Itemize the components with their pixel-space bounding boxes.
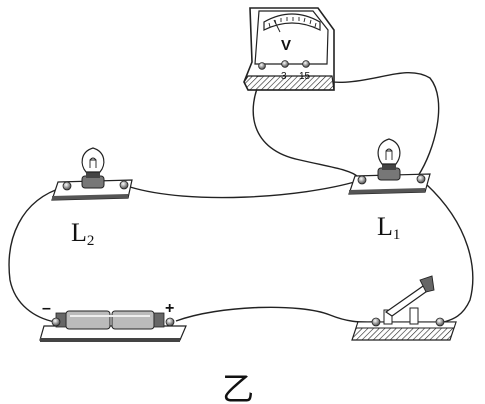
label-l2-letter: L bbox=[71, 218, 87, 247]
label-l2: L2 bbox=[71, 218, 94, 250]
switch-handle bbox=[419, 275, 435, 293]
wire-battery-to-switch bbox=[175, 306, 373, 323]
bulb-l2-terminal-left bbox=[62, 181, 72, 191]
wire-voltmeter-minus-to-l1 bbox=[252, 76, 359, 178]
wire-l2-to-l1 bbox=[129, 180, 359, 199]
battery-terminal-plus bbox=[165, 317, 175, 327]
label-l2-subscript: 2 bbox=[86, 233, 95, 249]
label-l1: L1 bbox=[377, 212, 400, 244]
label-l1-letter: L bbox=[377, 212, 393, 241]
bulb-l1 bbox=[348, 138, 431, 195]
voltmeter: V – 3 15 bbox=[243, 7, 335, 91]
wires bbox=[8, 72, 474, 323]
voltmeter-label-15: 15 bbox=[299, 71, 311, 82]
switch bbox=[351, 275, 457, 341]
battery-cell-2 bbox=[111, 310, 155, 330]
voltmeter-terminal-minus bbox=[258, 62, 266, 70]
wire-l2-to-battery bbox=[8, 186, 65, 323]
voltmeter-label-minus: – bbox=[256, 71, 262, 82]
bulb-l1-terminal-right bbox=[416, 174, 426, 184]
battery-minus-sign: – bbox=[42, 300, 51, 317]
voltmeter-dial bbox=[263, 13, 321, 31]
battery-plus-sign: + bbox=[165, 300, 174, 317]
label-l1-subscript: 1 bbox=[392, 227, 401, 243]
figure-caption: 乙 bbox=[222, 370, 255, 404]
voltmeter-terminal-3 bbox=[281, 60, 289, 68]
voltmeter-needle bbox=[273, 19, 281, 33]
voltmeter-base bbox=[243, 75, 335, 91]
voltmeter-symbol: V bbox=[281, 37, 291, 54]
switch-post-right bbox=[409, 307, 419, 325]
wire-voltmeter-15-to-l1 bbox=[305, 72, 440, 177]
bulb-l2 bbox=[51, 147, 133, 201]
bulb-l1-glass bbox=[377, 138, 401, 165]
bulb-l2-terminal-right bbox=[119, 180, 129, 190]
battery-cell-1 bbox=[65, 310, 111, 330]
voltmeter-label-3: 3 bbox=[281, 71, 287, 82]
wire-l1-to-switch bbox=[425, 183, 474, 323]
switch-terminal-left bbox=[371, 317, 381, 327]
battery-terminal-minus bbox=[51, 317, 61, 327]
bulb-l1-terminal-left bbox=[357, 175, 367, 185]
voltmeter-terminal-15 bbox=[302, 60, 310, 68]
switch-blade bbox=[384, 283, 431, 317]
switch-terminal-right bbox=[435, 317, 445, 327]
battery-holder: – + bbox=[39, 300, 187, 342]
